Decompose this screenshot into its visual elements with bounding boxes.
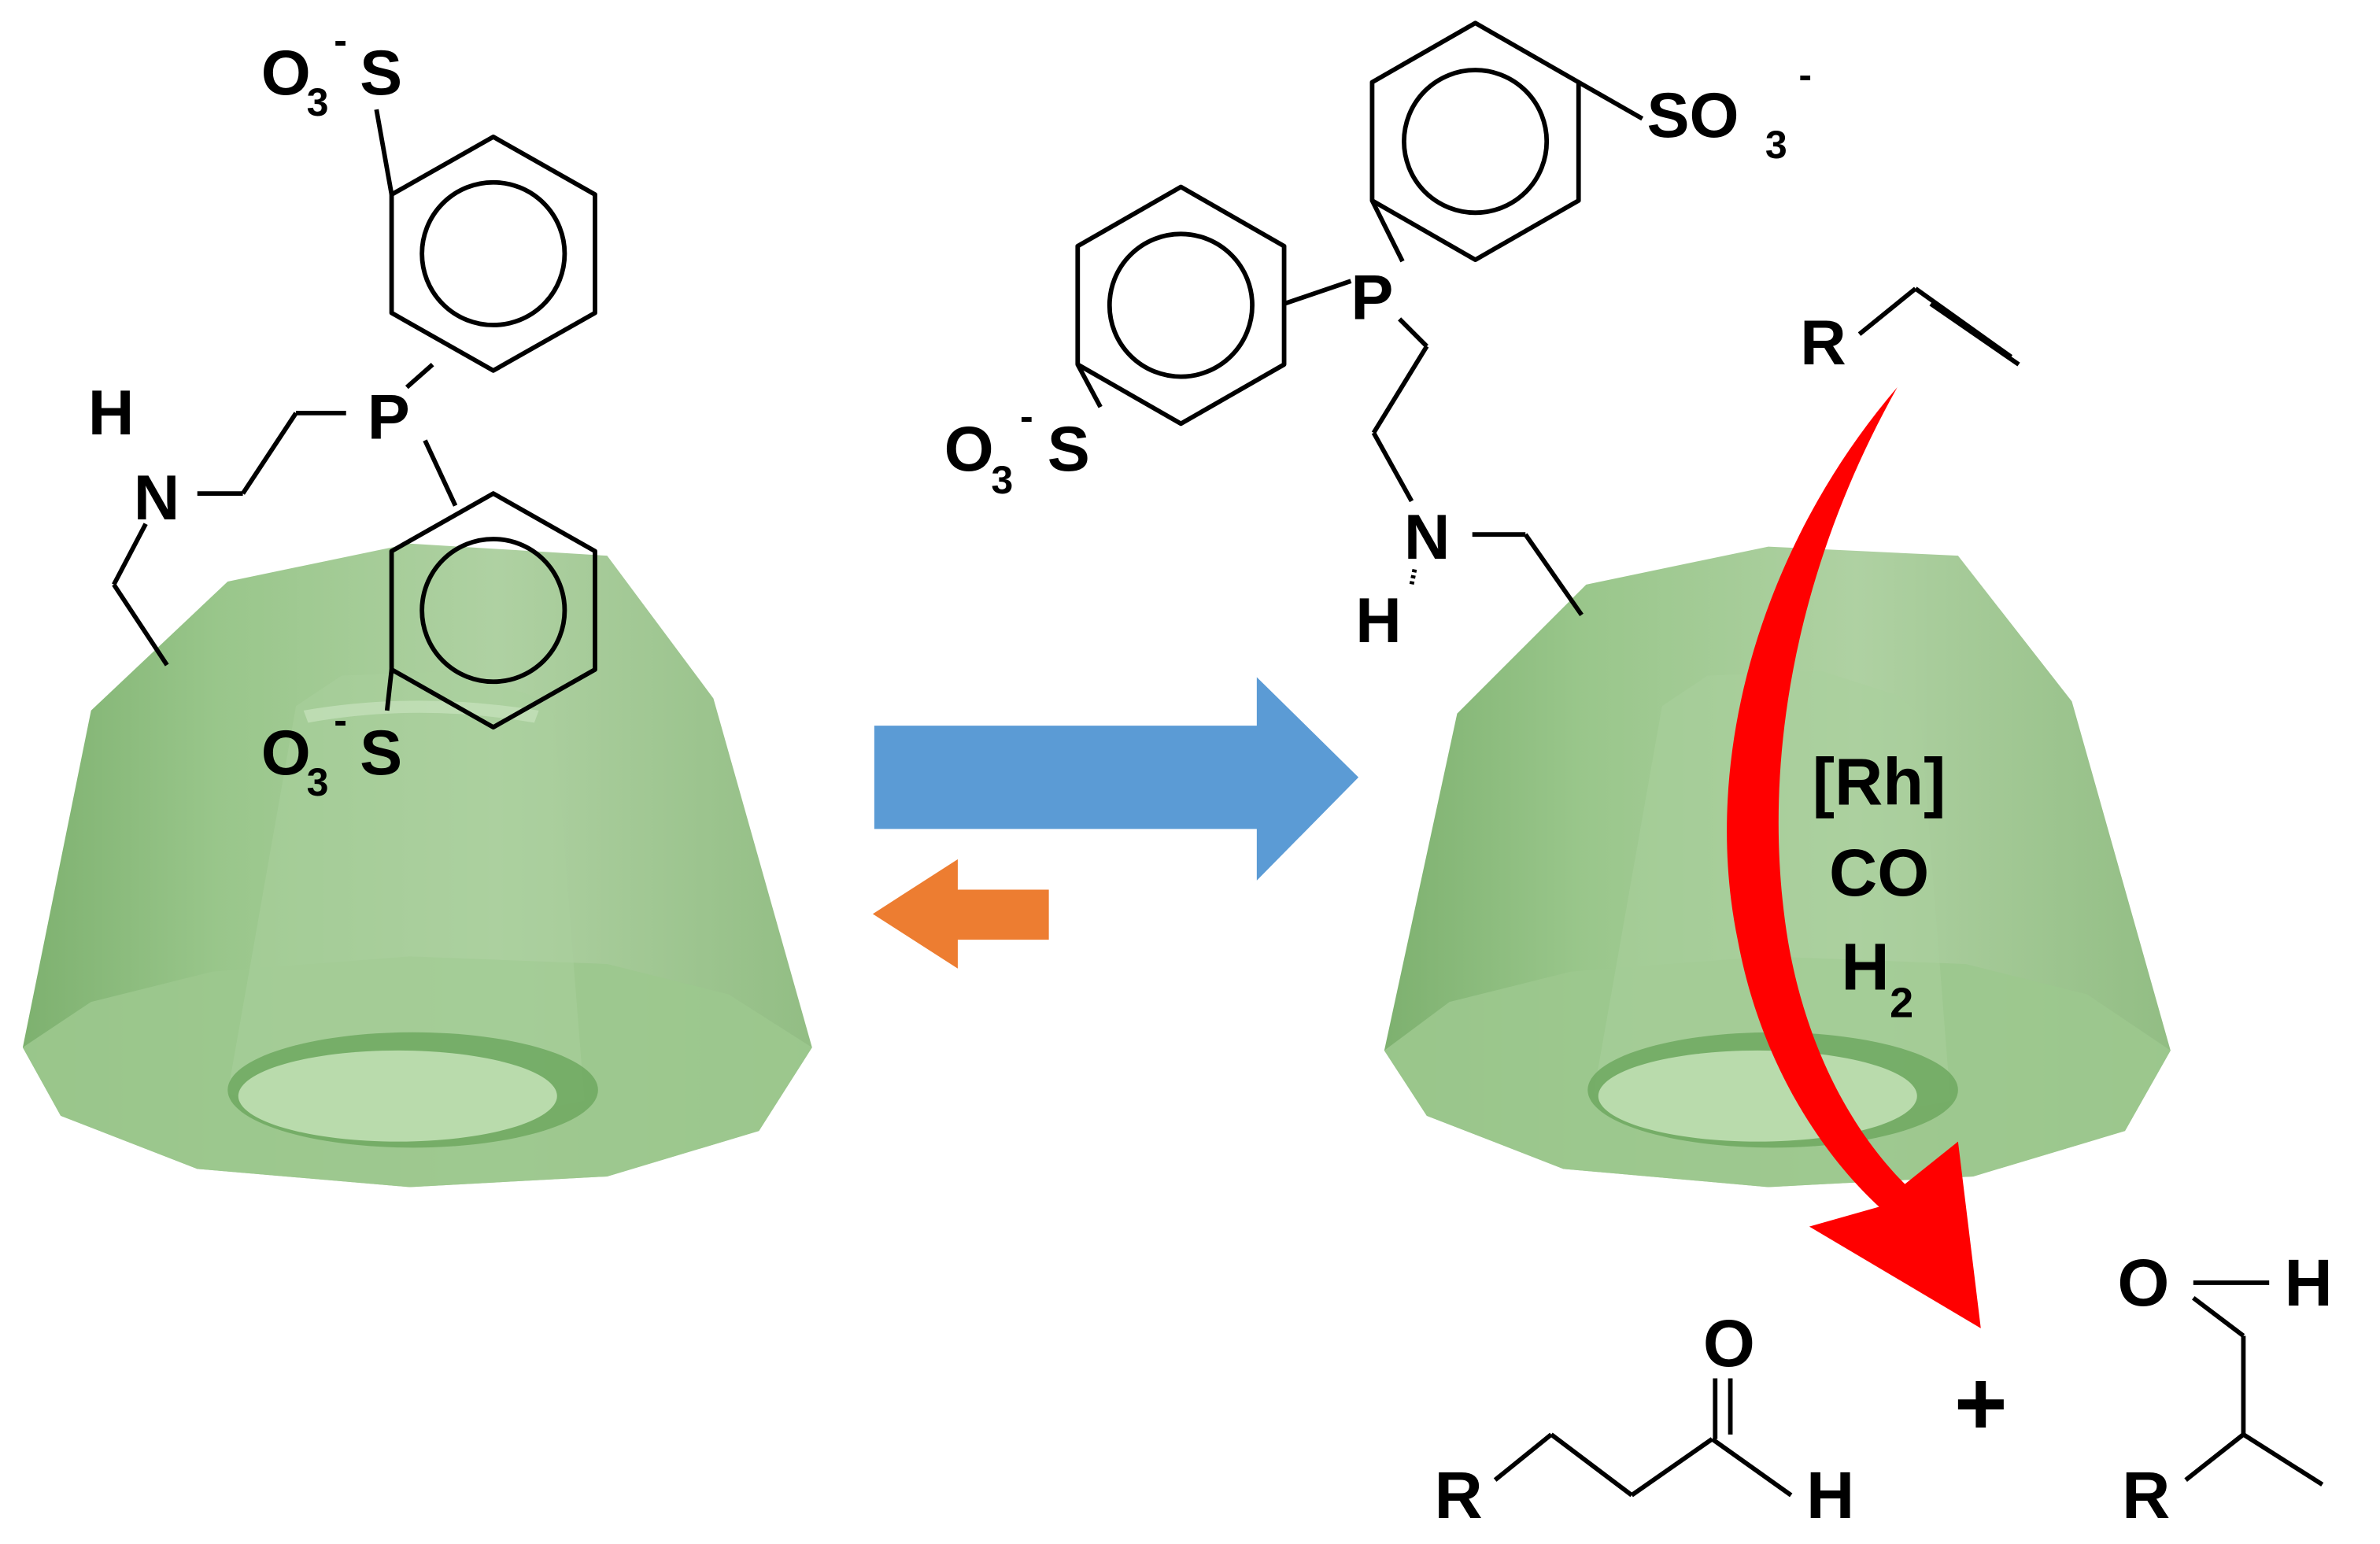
- linear-r: R: [1435, 1457, 1483, 1532]
- sulfonate-top-charge: -: [334, 18, 347, 62]
- sulfonate-right-sub: 3: [1765, 123, 1787, 167]
- amine-h-right: H: [1355, 585, 1402, 656]
- sulfonate-left-o-sub: 3: [991, 458, 1013, 502]
- h2-label: H: [1841, 929, 1889, 1004]
- sulfonate-top-o: O: [261, 38, 311, 109]
- sulfonate-right-charge: -: [1798, 53, 1812, 97]
- reaction-arrow: [1727, 387, 1981, 1328]
- sulfonate-right-so: SO: [1647, 80, 1739, 151]
- phosphorus-right: P: [1351, 262, 1393, 333]
- sulfonate-left-s: S: [1048, 414, 1090, 485]
- reverse-arrow: [872, 859, 1049, 969]
- sulfonate-top-s: S: [360, 38, 402, 109]
- sulfonate-left-o: O: [944, 414, 994, 485]
- branched-r: R: [2122, 1457, 2170, 1532]
- sulfonate-bottom-s: S: [360, 718, 402, 789]
- h2-subscript: 2: [1890, 979, 1913, 1026]
- benzene-ring-left-right: [1075, 184, 1287, 427]
- linear-h: H: [1806, 1457, 1854, 1532]
- sulfonate-bottom-o-sub: 3: [307, 760, 329, 804]
- linear-o: O: [1703, 1306, 1755, 1380]
- branched-o: O: [2117, 1245, 2169, 1320]
- cyclodextrin-left: [22, 543, 812, 1188]
- right-phosphine-ligand: [1075, 20, 1644, 617]
- left-phosphine-ligand: [112, 109, 597, 730]
- sulfonate-top-o-sub: 3: [307, 80, 329, 124]
- phosphorus-left: P: [368, 382, 410, 453]
- benzene-ring-lower-left: [389, 491, 597, 730]
- amine-n-right: N: [1404, 502, 1451, 573]
- alkene-substrate: R: [1800, 286, 2020, 379]
- right-labels: SO 3 - O 3 - S P N H: [944, 53, 1812, 656]
- branched-aldehyde-product: O H R: [2117, 1245, 2332, 1532]
- linear-aldehyde-product: R O H: [1435, 1306, 1855, 1532]
- co-label: CO: [1829, 835, 1929, 910]
- substrate-r: R: [1800, 308, 1846, 379]
- forward-arrow: [874, 677, 1359, 881]
- amine-n-left: N: [134, 463, 180, 534]
- left-labels: O 3 - S H N P O 3 - S: [88, 18, 410, 804]
- sulfonate-bottom-charge: -: [334, 698, 347, 742]
- plus-sign: +: [1954, 1352, 2008, 1454]
- sulfonate-bottom-o: O: [261, 718, 311, 789]
- sulfonate-left-charge: -: [1020, 394, 1033, 438]
- aromatic-circle: [419, 179, 567, 327]
- catalyst-label: [Rh]: [1813, 744, 1946, 818]
- amine-h-left: H: [88, 378, 134, 449]
- branched-h: H: [2285, 1245, 2333, 1320]
- reaction-conditions: [Rh] CO H 2: [1813, 744, 1946, 1026]
